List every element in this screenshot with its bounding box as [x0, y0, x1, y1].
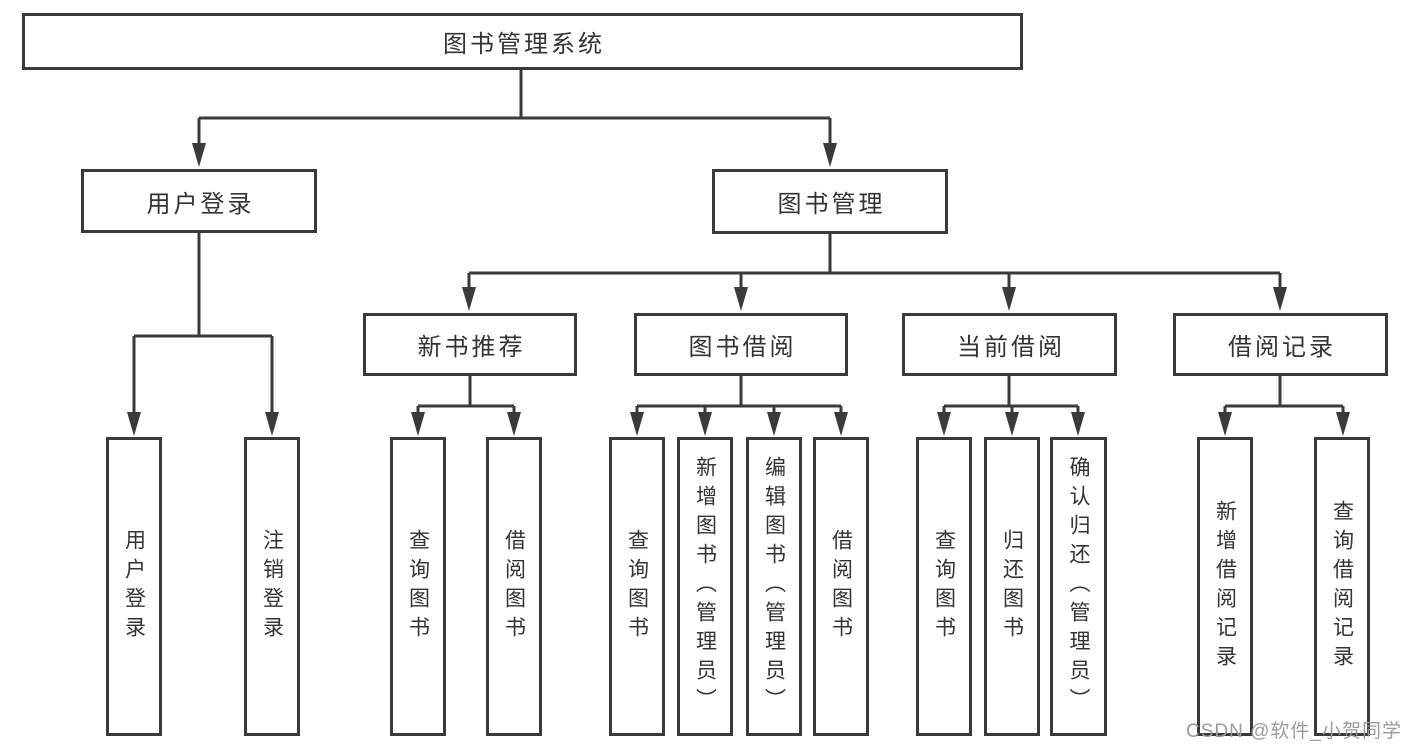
leaf-add-borrow-record-label: 新增借阅记录	[1213, 499, 1237, 674]
leaf-query-books-borrow-label: 查询图书	[625, 528, 649, 645]
leaf-query-books-borrow: 查询图书	[609, 437, 665, 736]
node-book-borrow: 图书借阅	[634, 313, 848, 376]
leaf-query-books-recommend-label: 查询图书	[406, 528, 430, 645]
leaf-query-borrow-record: 查询借阅记录	[1314, 437, 1370, 736]
leaf-return-books-label: 归还图书	[1000, 528, 1024, 645]
leaf-borrow-books: 借阅图书	[813, 437, 869, 736]
watermark: CSDN @软件_小贺同学	[1186, 721, 1402, 742]
node-book-management: 图书管理	[712, 169, 948, 234]
leaf-query-books-current: 查询图书	[916, 437, 972, 736]
leaf-add-books-admin-label: 新增图书（管理员）	[693, 456, 717, 717]
node-root: 图书管理系统	[22, 13, 1023, 70]
node-new-book-recommend-label: 新书推荐	[417, 334, 526, 361]
leaf-add-books-admin: 新增图书（管理员）	[677, 437, 733, 736]
node-current-borrow: 当前借阅	[902, 313, 1117, 376]
node-book-management-label: 图书管理	[777, 191, 886, 218]
node-user-login: 用户登录	[81, 169, 317, 233]
node-root-label: 图书管理系统	[443, 31, 605, 58]
leaf-query-books-recommend: 查询图书	[390, 437, 446, 736]
node-new-book-recommend: 新书推荐	[363, 313, 577, 376]
node-user-login-label: 用户登录	[146, 190, 255, 218]
arrowheads	[127, 143, 1350, 436]
leaf-add-borrow-record: 新增借阅记录	[1197, 437, 1253, 736]
leaf-borrow-books-recommend-label: 借阅图书	[502, 528, 526, 645]
leaf-confirm-return-admin: 确认归还（管理员）	[1050, 437, 1107, 736]
leaf-edit-books-admin: 编辑图书（管理员）	[746, 437, 802, 736]
leaf-logout-label: 注销登录	[260, 528, 284, 645]
leaf-user-login: 用户登录	[106, 437, 162, 736]
leaf-return-books: 归还图书	[984, 437, 1040, 736]
node-current-borrow-label: 当前借阅	[957, 334, 1065, 361]
node-borrow-records: 借阅记录	[1173, 313, 1388, 376]
node-borrow-records-label: 借阅记录	[1228, 334, 1336, 361]
leaf-user-login-label: 用户登录	[122, 528, 146, 645]
leaf-logout: 注销登录	[244, 437, 300, 736]
leaf-edit-books-admin-label: 编辑图书（管理员）	[762, 456, 786, 717]
node-book-borrow-label: 图书借阅	[688, 334, 797, 361]
leaf-borrow-books-recommend: 借阅图书	[486, 437, 542, 736]
leaf-query-books-current-label: 查询图书	[932, 528, 956, 645]
leaf-borrow-books-label: 借阅图书	[829, 528, 853, 645]
leaf-query-borrow-record-label: 查询借阅记录	[1330, 499, 1354, 674]
leaf-confirm-return-admin-label: 确认归还（管理员）	[1067, 456, 1090, 717]
